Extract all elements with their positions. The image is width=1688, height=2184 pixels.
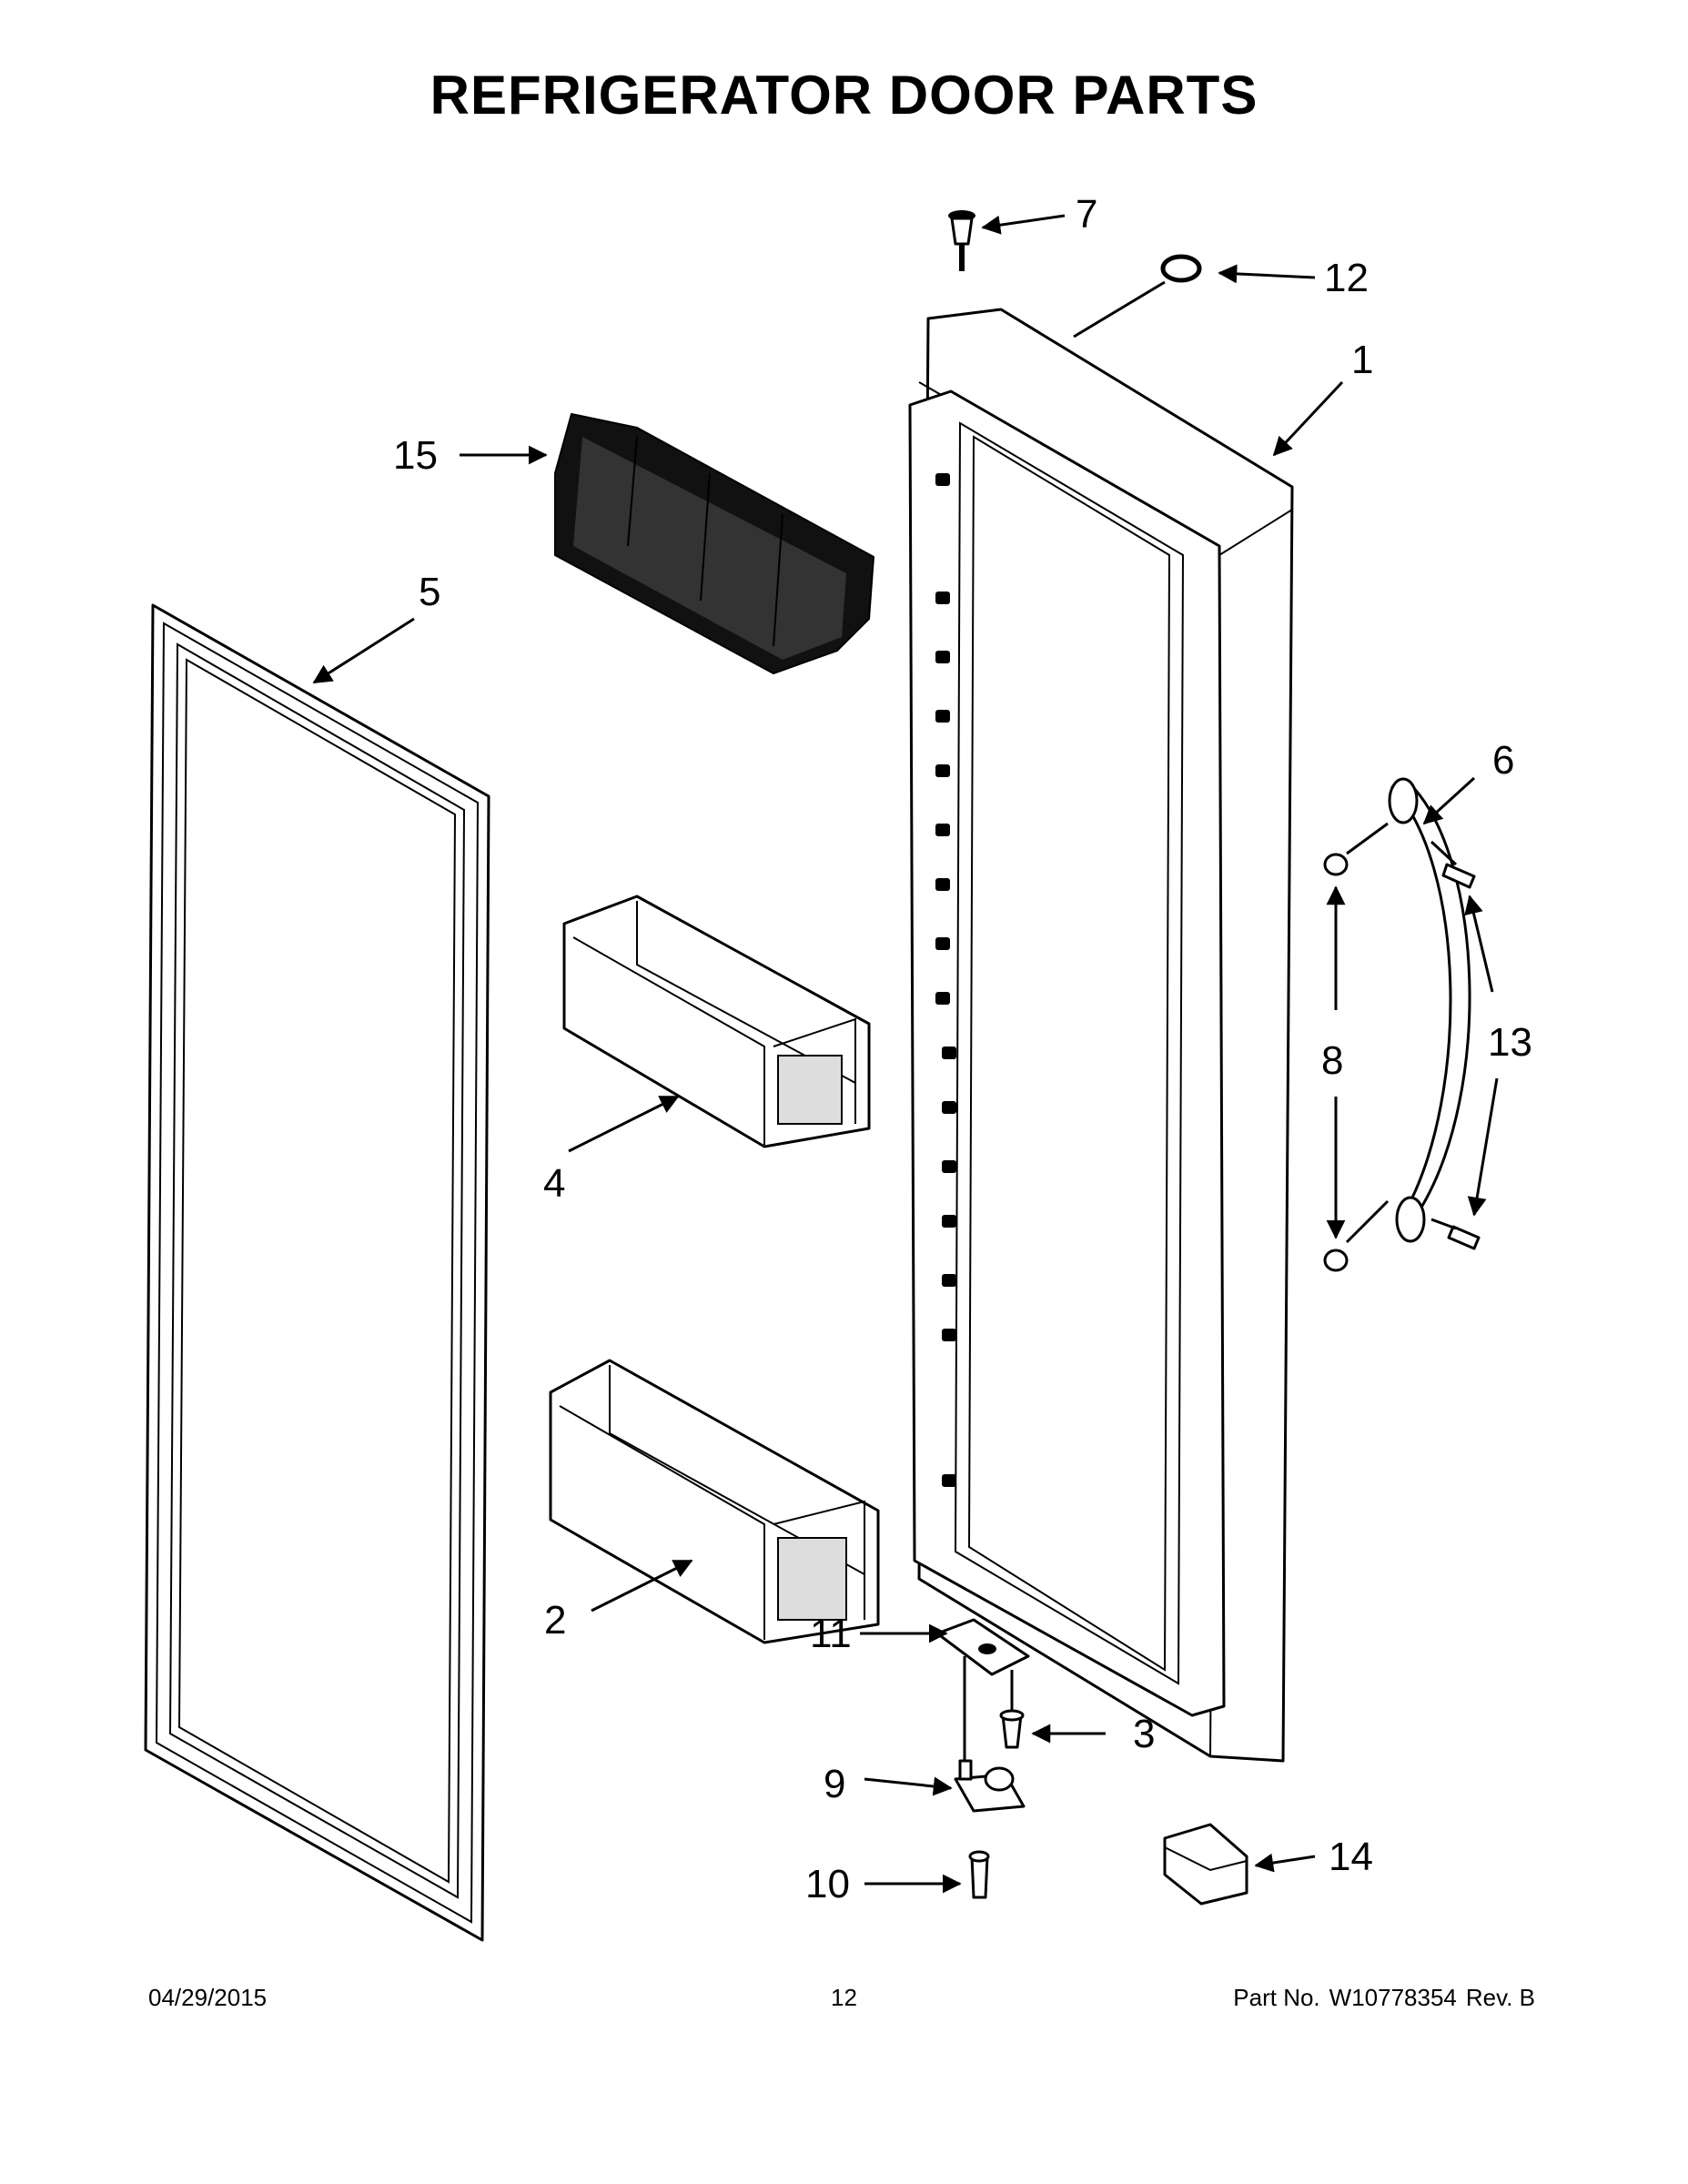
o-ring-part — [1160, 254, 1202, 283]
callout-9: 9 — [824, 1762, 845, 1806]
handle-mounting-stud-parts — [1323, 853, 1349, 1272]
callout-15: 15 — [393, 433, 438, 478]
callout-13: 13 — [1488, 1020, 1532, 1065]
footer-date: 04/29/2015 — [148, 1984, 268, 2011]
callout-10: 10 — [805, 1862, 850, 1906]
lower-door-bin-part — [549, 1359, 880, 1644]
callout-8: 8 — [1321, 1038, 1343, 1083]
footer-page-number: 12 — [831, 1984, 857, 2011]
callout-leaders — [312, 214, 1499, 1894]
door-assembly-part — [908, 308, 1294, 1763]
part-number: W10778354 — [1329, 1984, 1457, 2011]
callout-11: 11 — [810, 1612, 852, 1656]
top-hinge-bushing-part — [948, 210, 975, 271]
callout-12: 12 — [1324, 256, 1369, 300]
callout-5: 5 — [419, 570, 440, 614]
upper-door-bin-part — [562, 895, 871, 1148]
part-label: Part No. — [1233, 1984, 1320, 2011]
hinge-screw-part — [999, 1709, 1025, 1749]
page-title: REFRIGERATOR DOOR PARTS — [430, 65, 1258, 126]
callout-3: 3 — [1133, 1712, 1155, 1756]
revision: Rev. B — [1465, 1984, 1535, 2011]
footer-part-number: Part No. W10778354 Rev. B — [1224, 1984, 1535, 2012]
handle-set-screw-parts — [1441, 863, 1481, 1250]
door-gasket-part — [144, 603, 490, 1942]
callout-4: 4 — [543, 1161, 565, 1206]
callout-14: 14 — [1329, 1835, 1373, 1879]
door-handle-part — [1388, 777, 1471, 1243]
callout-1: 1 — [1351, 338, 1373, 382]
bottom-hinge-part — [954, 1759, 1026, 1813]
callout-6: 6 — [1492, 738, 1514, 783]
dairy-door-part — [554, 412, 875, 675]
hinge-pin-screw-part — [968, 1850, 990, 1899]
callout-numbers: 1 2 3 4 5 6 7 8 9 10 11 12 13 14 15 — [393, 192, 1532, 1906]
callout-7: 7 — [1076, 192, 1097, 237]
hinge-plate-part — [935, 1618, 1030, 1676]
callout-2: 2 — [544, 1598, 566, 1643]
hinge-cover-part — [1163, 1823, 1248, 1906]
shelf-supports — [935, 473, 956, 1487]
